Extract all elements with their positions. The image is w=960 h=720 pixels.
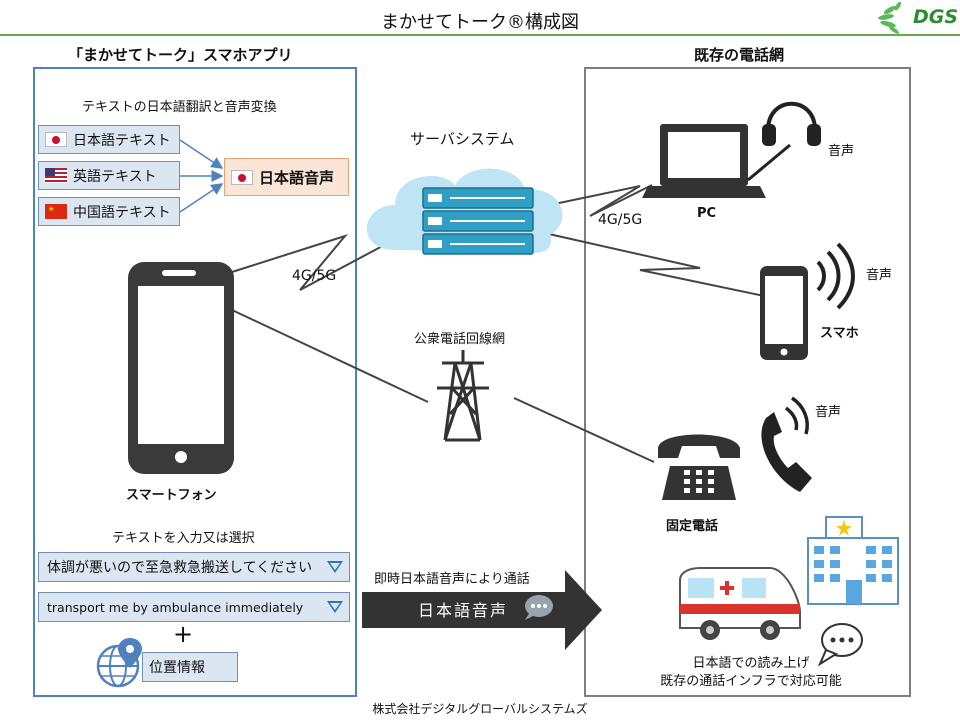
input-chinese-text: ★ 中国語テキスト <box>38 197 180 226</box>
select-value: 体調が悪いので至急救急搬送してください <box>47 560 313 576</box>
ambulance-icon <box>679 567 801 640</box>
page-title: まかせてトーク®構成図 <box>381 12 579 33</box>
server-system-label: サーバシステム <box>410 130 515 148</box>
phone-to-server-link <box>231 226 419 291</box>
mobile-phone-icon <box>760 266 808 360</box>
pc-voice-label: 音声 <box>828 144 855 159</box>
company-footer: 株式会社デジタルグローバルシステムズ <box>372 702 588 716</box>
mobile-voice-label: 音声 <box>866 268 893 283</box>
location-globe-icon <box>96 638 142 688</box>
translation-heading: テキストの日本語翻訳と音声変換 <box>82 100 277 115</box>
landline-voice-label: 音声 <box>815 405 842 420</box>
chevron-inner <box>330 563 340 570</box>
right-panel-title: 既存の電話網 <box>694 46 785 64</box>
network-label-left: 4G/5G <box>292 268 337 284</box>
headphones-icon <box>747 101 821 182</box>
translation-arrows <box>179 139 224 213</box>
location-label: 位置情報 <box>149 660 205 676</box>
select-value: transport me by ambulance immediately <box>47 599 304 615</box>
call-arrow-icon <box>362 570 602 650</box>
server-icon <box>422 187 534 255</box>
title-divider <box>0 34 960 36</box>
smartphone-label: スマートフォン <box>126 488 217 503</box>
smartphone-icon <box>128 262 234 474</box>
input-label: 中国語テキスト <box>73 204 171 221</box>
plus-sign: + <box>173 620 194 648</box>
sound-waves-icon <box>816 242 855 310</box>
server-to-smartphone-link <box>539 231 765 297</box>
landline-label: 固定電話 <box>666 519 719 534</box>
select-heading: テキストを入力又は選択 <box>112 531 255 546</box>
smartphone-app-panel <box>33 67 357 697</box>
network-label-right: 4G/5G <box>598 212 643 228</box>
output-japanese-voice: 日本語音声 <box>224 158 349 196</box>
speech-bubble-icon <box>817 623 863 667</box>
output-label: 日本語音声 <box>259 168 335 187</box>
mobile-label: スマホ <box>820 326 859 341</box>
landline-phone-icon <box>658 434 740 500</box>
input-japanese-text: 日本語テキスト <box>38 125 180 154</box>
us-flag-icon <box>45 168 67 183</box>
phone-to-pstn-link <box>231 309 429 403</box>
pstn-label: 公衆電話回線網 <box>414 332 506 347</box>
phrase-select-japanese[interactable]: 体調が悪いので至急救急搬送してください <box>38 552 350 582</box>
input-label: 日本語テキスト <box>73 132 171 149</box>
hospital-icon <box>807 516 899 605</box>
cn-flag-icon: ★ <box>45 204 67 219</box>
handset-icon <box>761 396 812 492</box>
right-footer-line2: 既存の通話インフラで対応可能 <box>660 674 842 689</box>
location-info-button[interactable]: 位置情報 <box>142 652 238 682</box>
logo-leaf-icon <box>878 2 902 34</box>
arrow-caption: 即時日本語音声により通話 <box>374 572 530 587</box>
chevron-inner <box>330 603 340 610</box>
input-label: 英語テキスト <box>73 168 157 185</box>
input-english-text: 英語テキスト <box>38 161 180 190</box>
server-to-pc-link <box>539 184 653 217</box>
laptop-icon <box>642 124 766 198</box>
phrase-select-english[interactable]: transport me by ambulance immediately <box>38 592 350 622</box>
transmission-tower-icon <box>437 350 489 442</box>
jp-flag-icon <box>231 169 253 185</box>
pc-label: PC <box>697 206 717 221</box>
jp-flag-icon <box>45 132 67 147</box>
left-panel-title: 「まかせてトーク」スマホアプリ <box>68 46 293 64</box>
logo-text: DGS <box>913 6 959 28</box>
pstn-to-landline-link <box>513 397 655 463</box>
arrow-label: 日本語音声 <box>418 601 509 620</box>
existing-phone-network-panel <box>584 67 911 697</box>
right-footer-line1: 日本語での読み上げ <box>692 656 810 671</box>
